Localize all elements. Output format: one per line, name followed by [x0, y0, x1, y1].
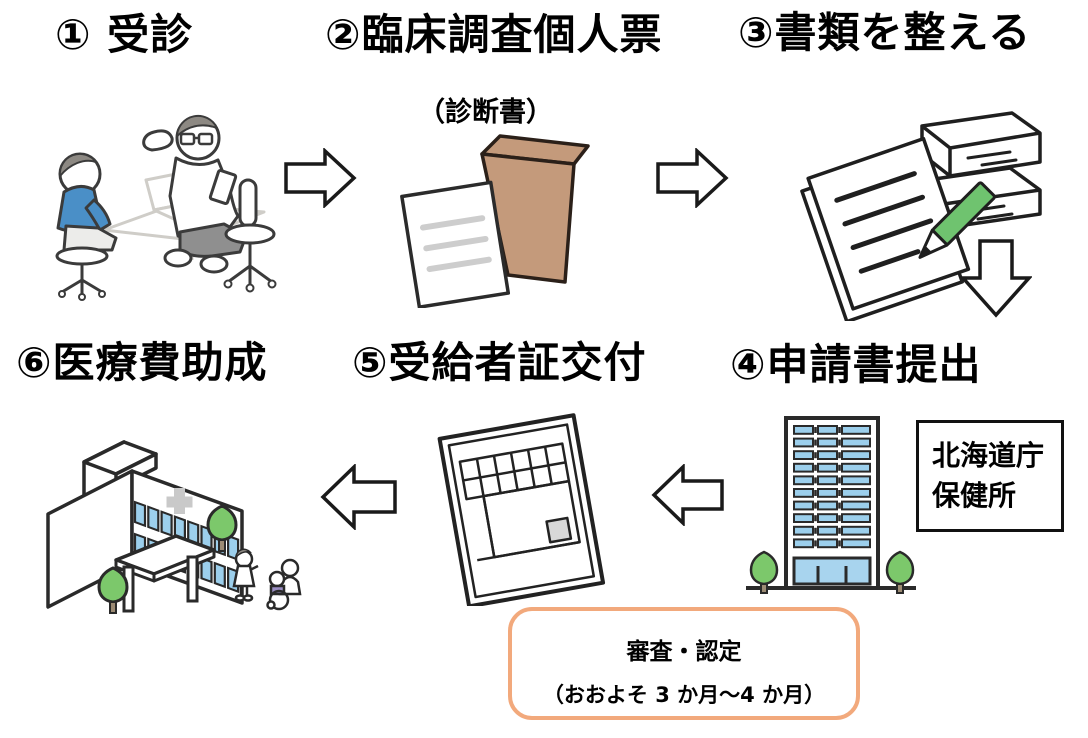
arrow-right-step1-to-step2-icon	[284, 148, 357, 208]
step-2-title: ②臨床調査個人票	[325, 10, 663, 59]
submit-office-line1: 北海道庁	[932, 439, 1045, 472]
arrow-down-step3-to-step4-icon	[960, 239, 1032, 318]
step-1-title: ① 受診	[55, 10, 194, 59]
writing-documents-illustration	[800, 111, 1042, 321]
review-certification-box: 審査・認定 （おおよそ 3 か月～4 か月）	[508, 607, 860, 720]
nurse-figure	[232, 548, 259, 602]
wheelchair-figures	[266, 558, 302, 611]
submit-office-line2: 保健所	[932, 479, 1017, 512]
review-title: 審査・認定	[626, 639, 742, 665]
medical-cross-icon	[166, 488, 193, 514]
review-duration: （おおよそ 3 か月～4 か月）	[542, 683, 826, 707]
envelope-with-document-illustration	[400, 134, 590, 308]
government-office-building-illustration	[746, 416, 916, 594]
arrow-left-step4-to-step5-icon	[651, 464, 724, 526]
arrow-right-step2-to-step3-icon	[656, 148, 729, 208]
recipient-certificate-illustration	[437, 413, 606, 606]
submit-office-box: 北海道庁 保健所	[916, 420, 1064, 532]
step-6-title: ⑥医療費助成	[16, 338, 268, 387]
tree-icon	[97, 504, 238, 614]
step-5-title: ⑤受給者証交付	[352, 338, 647, 387]
step-3-title: ③書類を整える	[738, 8, 1032, 57]
doctor-patient-consultation-illustration	[55, 114, 277, 301]
step-2-note: （診断書）	[418, 97, 553, 128]
tree-icon	[749, 550, 915, 594]
arrow-left-step5-to-step6-icon	[320, 464, 397, 530]
step-4-title: ④申請書提出	[730, 340, 982, 389]
hospital-building-illustration	[46, 440, 302, 614]
